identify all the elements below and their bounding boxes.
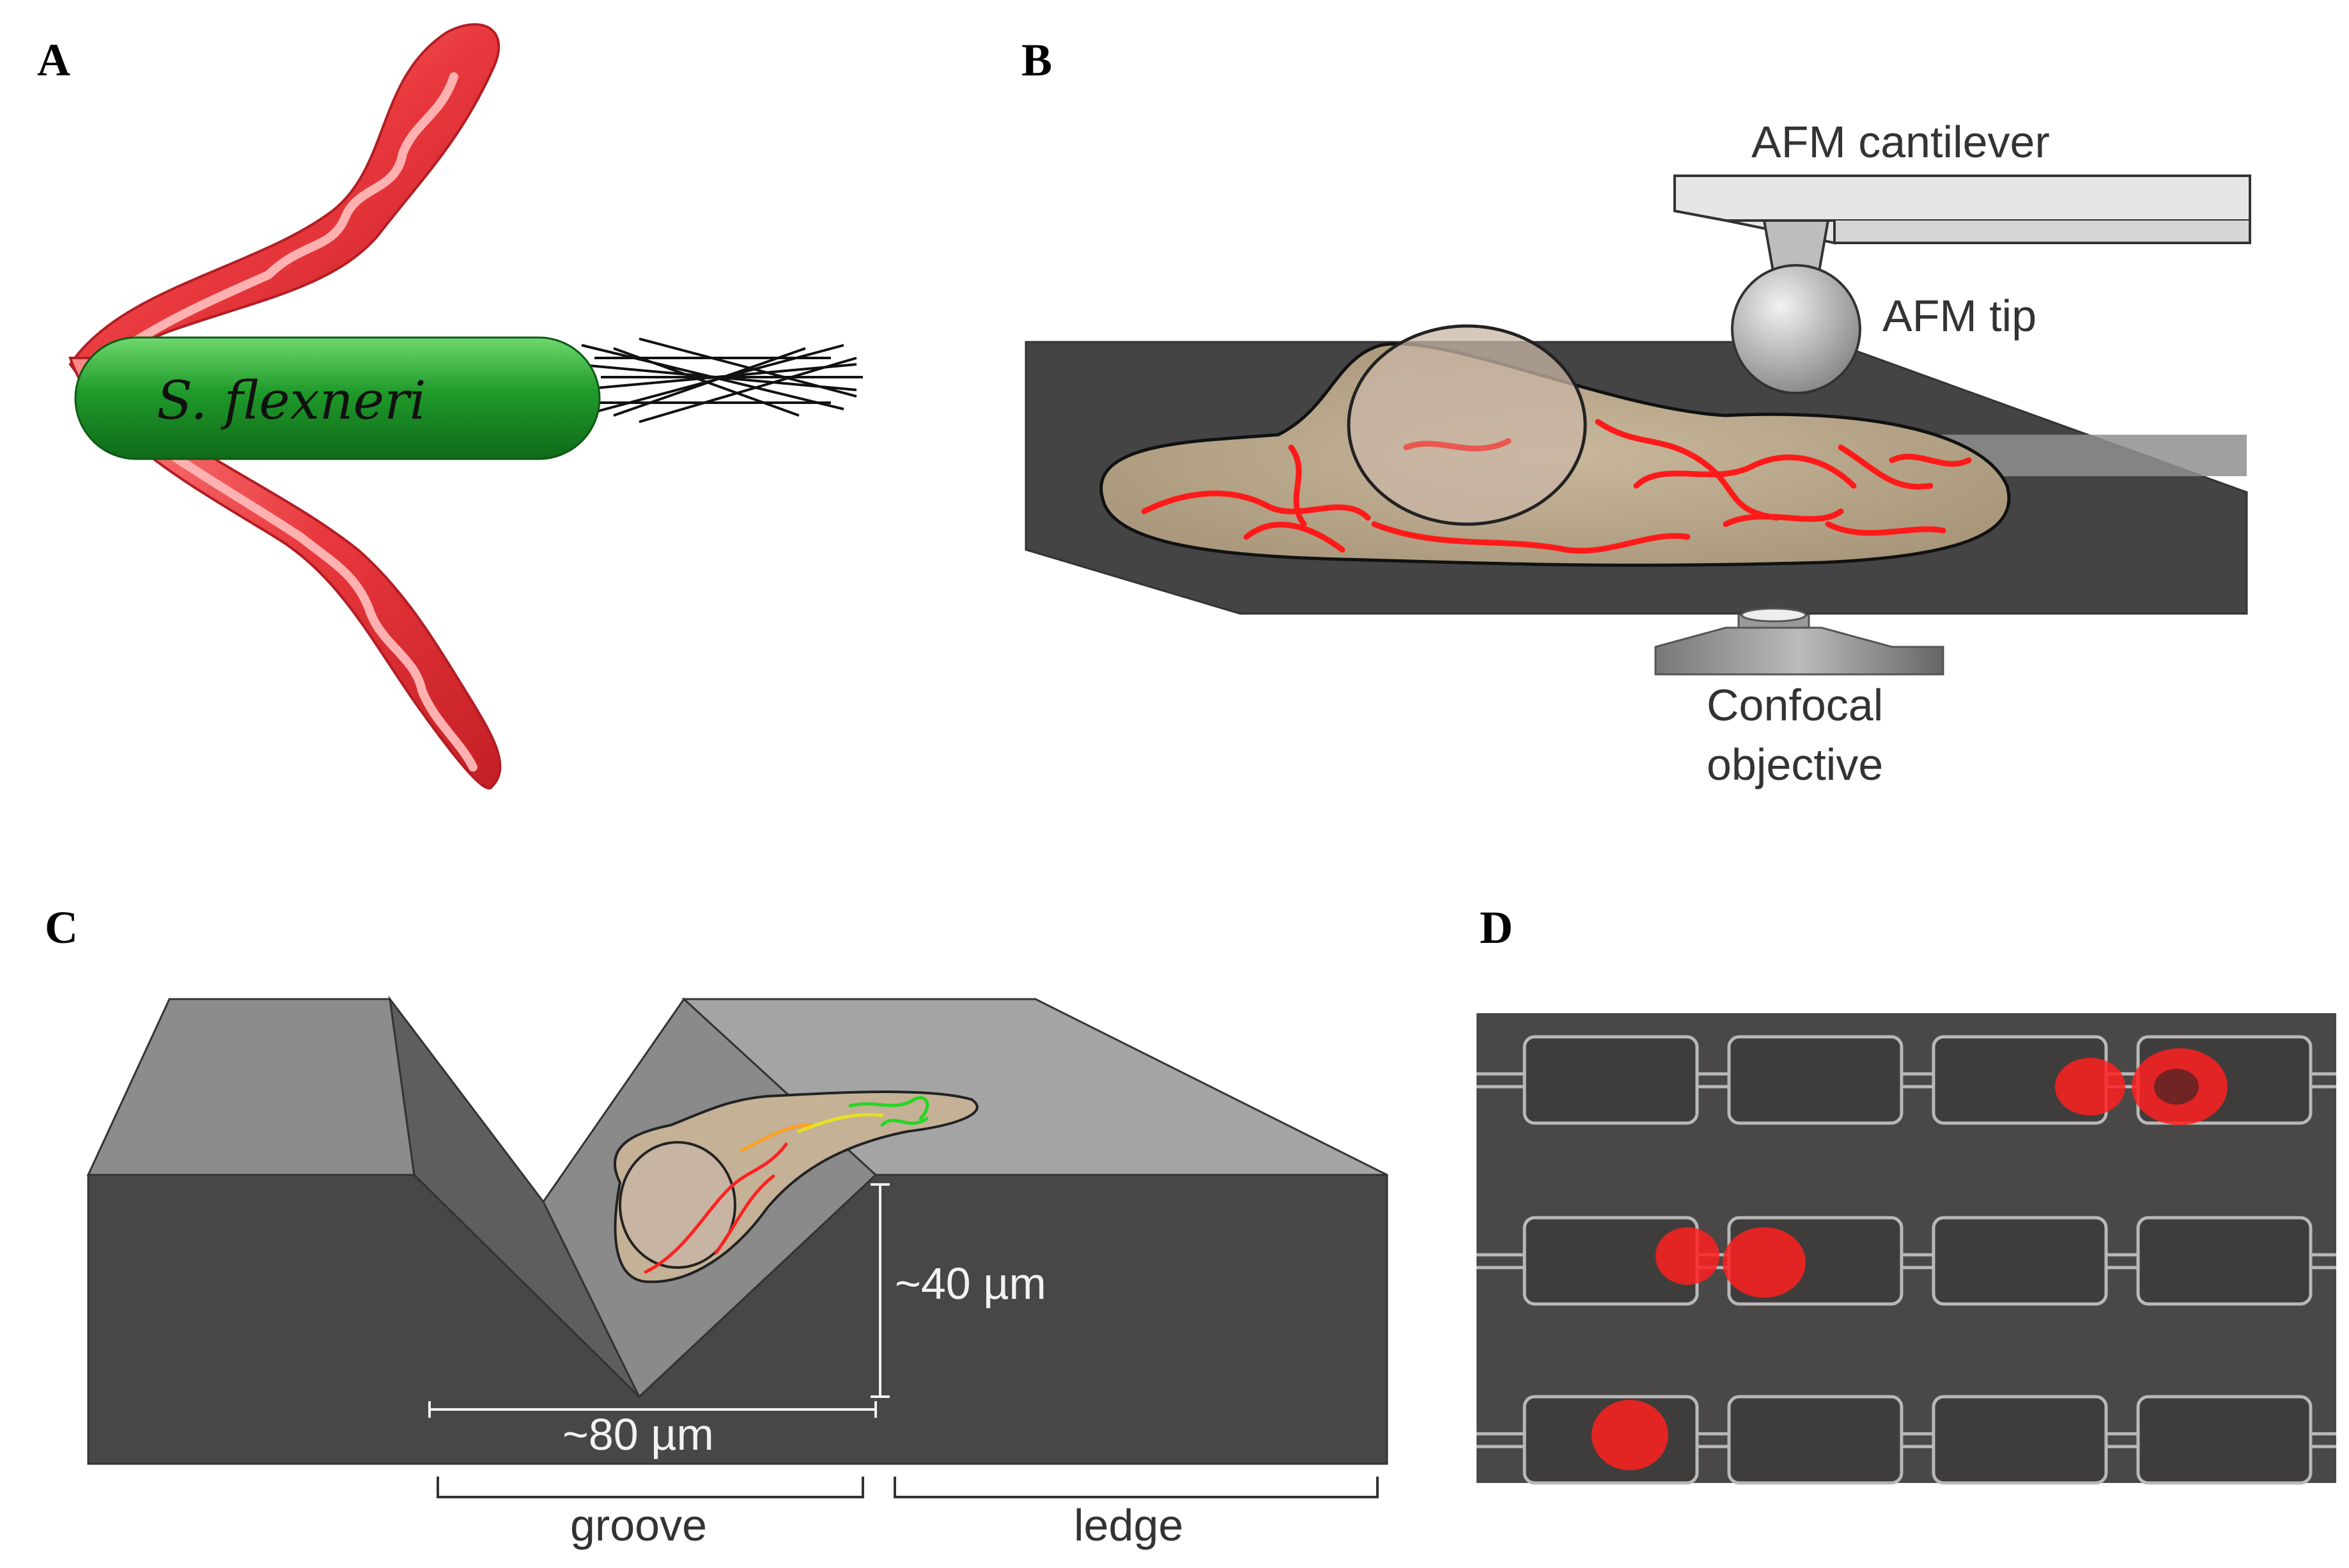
panel-a-letter: A xyxy=(37,35,70,86)
left-ledge-top xyxy=(86,998,415,1176)
afm-cantilever xyxy=(1673,175,2251,245)
objective-label-line1: Confocal xyxy=(1707,680,1883,730)
panel-d: D xyxy=(1477,902,2336,1485)
panel-c-letter: C xyxy=(45,902,78,953)
cell-nucleus-c xyxy=(619,1141,736,1269)
cell-in-groove xyxy=(614,1091,979,1284)
cantilever-label: AFM cantilever xyxy=(1751,117,2050,167)
panel-c: C ~40 µm xyxy=(45,902,1388,1550)
panel-b-letter: B xyxy=(1021,35,1052,86)
cell-on-substrate xyxy=(1099,324,2011,567)
confocal-objective xyxy=(1654,607,1944,676)
mitochondrion-upper xyxy=(68,23,500,392)
bacterium-label: S. flexneri xyxy=(157,371,426,431)
actin-tail xyxy=(575,338,863,423)
depth-dimension xyxy=(871,1183,890,1398)
groove-bracket xyxy=(437,1477,864,1498)
groove-label: groove xyxy=(570,1500,707,1550)
actin-filaments xyxy=(1141,419,1972,554)
fluorescent-cells xyxy=(1592,1048,2228,1470)
panel-d-letter: D xyxy=(1480,902,1513,953)
depth-label: ~40 µm xyxy=(895,1259,1046,1308)
panel-a: A S. flexneri xyxy=(37,23,863,789)
cell-nucleus xyxy=(1347,324,1587,526)
s-flexneri-bacterium: S. flexneri xyxy=(74,336,601,460)
width-dimension xyxy=(428,1401,877,1418)
objective-label-line2: objective xyxy=(1707,740,1883,789)
width-label: ~80 µm xyxy=(562,1409,714,1459)
tip-label: AFM tip xyxy=(1882,291,2036,341)
ledge-bracket xyxy=(894,1477,1379,1498)
afm-tip xyxy=(1731,219,1861,394)
ledge-label: ledge xyxy=(1074,1500,1183,1550)
panel-b: B xyxy=(1021,35,2251,789)
